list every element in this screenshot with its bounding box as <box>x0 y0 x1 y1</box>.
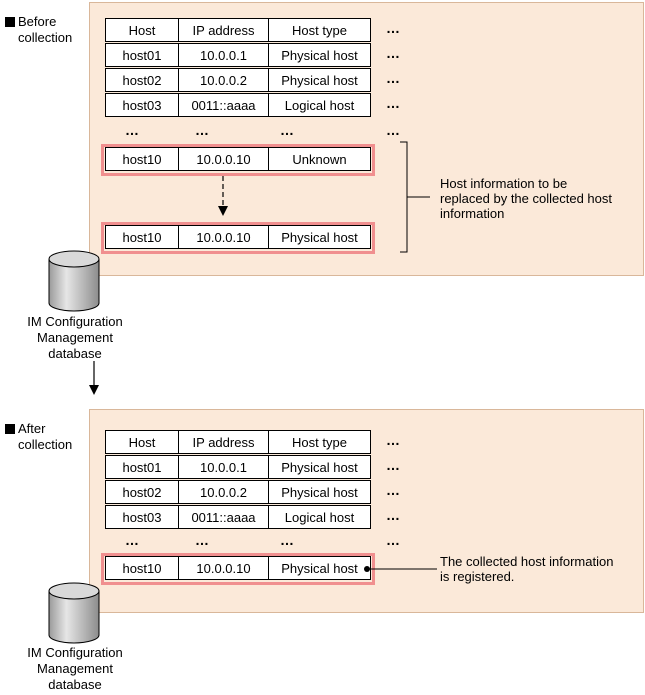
flow-arrow <box>89 361 99 395</box>
header-host: Host <box>106 431 179 453</box>
after-header-row: Host IP address Host type <box>105 430 371 454</box>
ellipsis-row: … <box>386 532 401 548</box>
bracket <box>400 141 430 253</box>
ellipsis-col4: … <box>386 45 401 61</box>
old-row-highlight <box>101 144 375 176</box>
database-icon <box>48 582 100 644</box>
header-ip-address: IP address <box>179 431 269 453</box>
ellipsis-row: … <box>195 122 210 138</box>
table-row: host01 10.0.0.1 Physical host <box>105 43 371 67</box>
header-host: Host <box>106 19 179 41</box>
ellipsis-row: … <box>280 122 295 138</box>
ellipsis-col4: … <box>386 507 401 523</box>
before-section-label: Before collection <box>5 14 72 46</box>
callout-line <box>364 566 437 572</box>
header-host-type: Host type <box>292 22 347 38</box>
ellipsis-col4: … <box>386 95 401 111</box>
table-row: host03 0011::aaaa Logical host <box>105 93 371 117</box>
ellipsis-row: … <box>125 122 140 138</box>
after-section-label: After collection <box>5 421 72 453</box>
database-icon <box>48 250 100 312</box>
table-row: host03 0011::aaaa Logical host <box>105 505 371 529</box>
bullet-square-icon <box>5 424 15 434</box>
ellipsis-row: … <box>386 122 401 138</box>
bullet-square-icon <box>5 17 15 27</box>
ellipsis-col4: … <box>386 70 401 86</box>
database-label: IM Configuration Management database <box>27 314 123 361</box>
ellipsis-row: … <box>195 532 210 548</box>
old-host-row: host10 10.0.0.10 Unknown <box>105 147 371 171</box>
header-host-type: Host type <box>292 434 347 450</box>
ellipsis-col4: … <box>386 482 401 498</box>
database-label: IM Configuration Management database <box>27 645 123 692</box>
registered-note: The collected host information is regist… <box>440 554 614 584</box>
final-host-row: host10 10.0.0.10 Physical host <box>105 556 371 580</box>
ellipsis-col4: … <box>386 457 401 473</box>
new-host-row: host10 10.0.0.10 Physical host <box>105 225 371 249</box>
ellipsis-row: … <box>125 532 140 548</box>
ellipsis-row: … <box>280 532 295 548</box>
ellipsis-col4: … <box>386 20 401 36</box>
header-ip-address: IP address <box>179 19 269 41</box>
ellipsis-col4: … <box>386 432 401 448</box>
new-row-highlight <box>101 222 375 254</box>
replace-note: Host information to be replaced by the c… <box>440 176 612 221</box>
replace-arrow <box>218 176 228 216</box>
table-row: host01 10.0.0.1 Physical host <box>105 455 371 479</box>
table-row: host02 10.0.0.2 Physical host <box>105 68 371 92</box>
table-row: host02 10.0.0.2 Physical host <box>105 480 371 504</box>
before-header-row: Host IP address Host type <box>105 18 371 42</box>
